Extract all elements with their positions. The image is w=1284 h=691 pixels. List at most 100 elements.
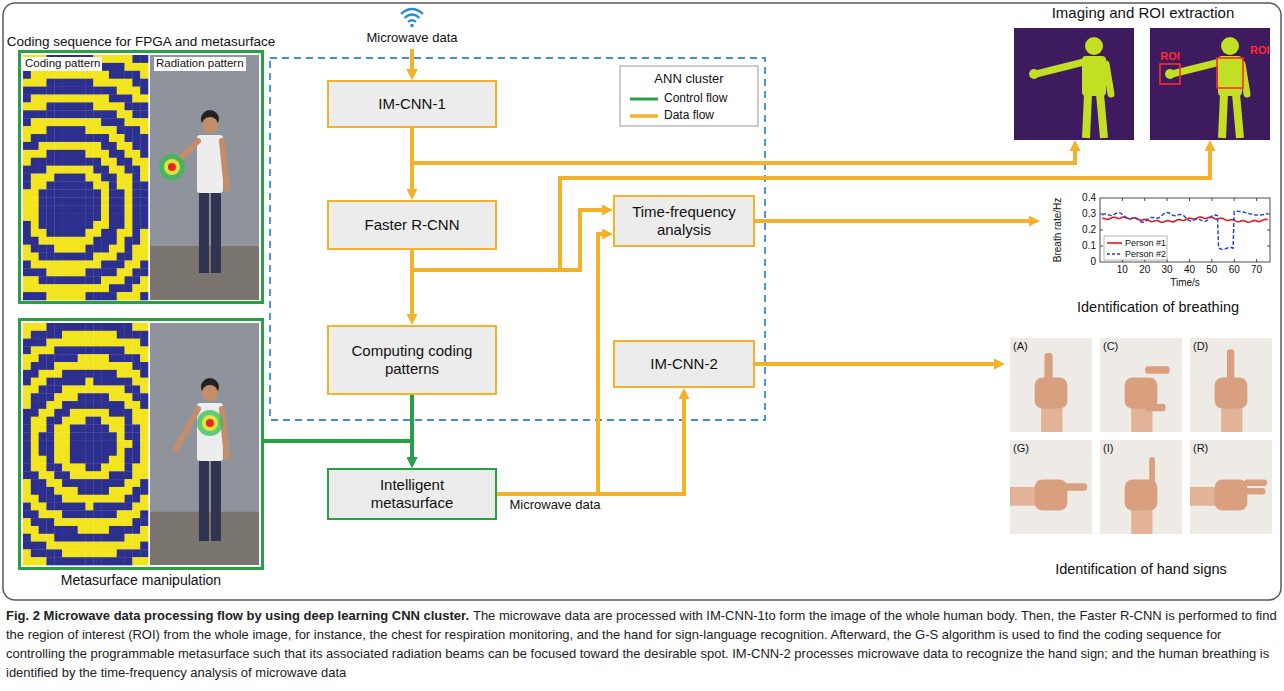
coding-cell xyxy=(109,362,117,370)
coding-cell xyxy=(117,205,125,213)
coding-cell xyxy=(70,487,78,495)
axis-label: Breath rate/Hz xyxy=(1052,198,1064,262)
coding-cell xyxy=(86,487,94,495)
coding-cell xyxy=(78,229,86,237)
coding-cell xyxy=(132,268,140,276)
coding-cell xyxy=(78,385,86,393)
coding-cell xyxy=(31,166,39,174)
coding-cell xyxy=(86,542,94,550)
coding-cell xyxy=(132,213,140,221)
finger xyxy=(1145,366,1170,374)
coding-cell xyxy=(101,142,109,150)
coding-cell xyxy=(117,401,125,409)
coding-cell xyxy=(46,102,54,110)
coding-cell xyxy=(54,471,62,479)
coding-cell xyxy=(31,134,39,142)
coding-cell xyxy=(31,378,39,386)
coding-cell xyxy=(31,284,39,292)
coding-cell xyxy=(93,534,101,542)
process-box: IM-CNN-1 xyxy=(327,80,497,128)
coding-cell xyxy=(86,323,94,331)
coding-cell xyxy=(39,181,47,189)
coding-cell xyxy=(70,205,78,213)
chart-legend-box xyxy=(1104,236,1167,260)
coding-cell xyxy=(117,79,125,87)
coding-cell xyxy=(109,346,117,354)
coding-cell xyxy=(117,323,125,331)
coding-cell xyxy=(109,55,117,63)
sign-tag: (D) xyxy=(1193,340,1208,353)
coding-cell xyxy=(117,331,125,339)
coding-cell xyxy=(125,253,133,261)
coding-cell xyxy=(46,150,54,158)
coding-cell xyxy=(101,339,109,347)
coding-cell xyxy=(132,292,140,300)
coding-cell xyxy=(78,174,86,182)
coding-cell xyxy=(117,181,125,189)
coding-cell xyxy=(46,331,54,339)
coding-cell xyxy=(23,417,31,425)
coding-cell xyxy=(101,268,109,276)
coding-cell xyxy=(23,448,31,456)
coding-cell xyxy=(46,158,54,166)
coding-cell xyxy=(140,370,148,378)
coding-cell xyxy=(31,118,39,126)
coding-cell xyxy=(39,213,47,221)
finger xyxy=(1044,353,1052,381)
coding-cell xyxy=(117,213,125,221)
coding-cell xyxy=(39,526,47,534)
coding-cell xyxy=(125,55,133,63)
coding-cell xyxy=(109,378,117,386)
coding-cell xyxy=(46,495,54,503)
coding-cell xyxy=(23,134,31,142)
coding-cell xyxy=(93,479,101,487)
coding-cell xyxy=(140,284,148,292)
coding-cell xyxy=(109,174,117,182)
coding-cell xyxy=(46,276,54,284)
coding-cell xyxy=(101,284,109,292)
coding-cell xyxy=(23,229,31,237)
coding-cell xyxy=(117,189,125,197)
coding-cell xyxy=(109,518,117,526)
coding-cell xyxy=(78,464,86,472)
coding-cell xyxy=(109,448,117,456)
flow-label: Microwave data xyxy=(509,497,600,513)
coding-cell xyxy=(70,534,78,542)
coding-cell xyxy=(78,503,86,511)
coding-cell xyxy=(86,362,94,370)
fist xyxy=(1125,479,1158,510)
coding-cell xyxy=(31,110,39,118)
coding-cell xyxy=(78,510,86,518)
coding-cell xyxy=(86,174,94,182)
coding-cell xyxy=(109,323,117,331)
coding-cell xyxy=(132,205,140,213)
coding-cell xyxy=(23,260,31,268)
hand-photo xyxy=(1190,338,1272,432)
coding-cell xyxy=(86,87,94,95)
coding-cell xyxy=(62,557,70,565)
coding-cell xyxy=(125,205,133,213)
coding-cell xyxy=(125,260,133,268)
coding-cell xyxy=(93,95,101,103)
coding-cell xyxy=(109,456,117,464)
coding-cell xyxy=(117,557,125,565)
coding-cell xyxy=(140,166,148,174)
coding-cell xyxy=(23,245,31,253)
photo-background xyxy=(1190,440,1272,534)
finger xyxy=(1244,479,1267,486)
coding-cell xyxy=(54,205,62,213)
coding-cell xyxy=(93,440,101,448)
coding-cell xyxy=(86,166,94,174)
coding-cell xyxy=(46,464,54,472)
coding-cell xyxy=(93,448,101,456)
coding-cell xyxy=(62,197,70,205)
coding-cell xyxy=(117,339,125,347)
coding-cell xyxy=(46,424,54,432)
coding-cell xyxy=(31,331,39,339)
coding-cell xyxy=(31,346,39,354)
coding-cell xyxy=(86,448,94,456)
coding-cell xyxy=(78,339,86,347)
tick-mark xyxy=(1256,259,1257,262)
coding-cell xyxy=(70,323,78,331)
coding-cell xyxy=(70,197,78,205)
